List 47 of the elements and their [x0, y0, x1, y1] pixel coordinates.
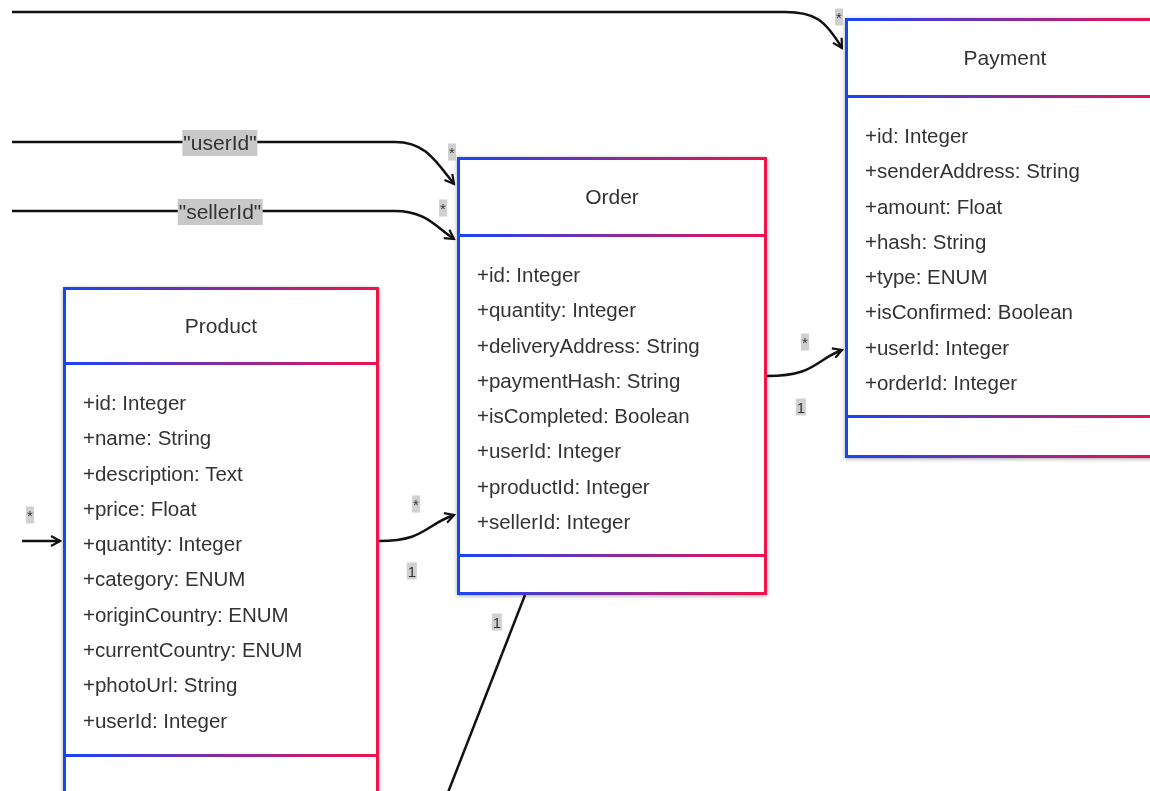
attribute-text: +originCountry: ENUM [83, 601, 289, 628]
connector-arrow [12, 10, 844, 50]
attribute-text: +userId: Integer [865, 334, 1010, 361]
attribute-text: +currentCountry: ENUM [83, 637, 303, 664]
attribute-text: +hash: String [865, 228, 987, 255]
attribute-text: +userId: Integer [477, 438, 622, 465]
attribute-text: +id: Integer [865, 123, 969, 149]
multiplicity-label: 1 [406, 562, 418, 580]
class-name: Payment [963, 46, 1047, 70]
multiplicity-label: 1 [795, 398, 807, 416]
connector-arrow [22, 534, 62, 548]
multiplicity-label: * [835, 8, 843, 26]
attribute-text: +isCompleted: Boolean [477, 403, 690, 430]
connector-arrow [378, 512, 456, 543]
attribute-text: +senderAddress: String [865, 158, 1080, 185]
attribute-text: +productId: Integer [477, 473, 650, 500]
multiplicity-label: 1 [491, 613, 503, 631]
attribute-text: +quantity: Integer [477, 297, 636, 324]
multiplicity-label: * [412, 495, 420, 513]
multiplicity-label: * [26, 506, 34, 524]
connector-arrow [766, 347, 844, 378]
attribute-text: +type: ENUM [865, 264, 988, 291]
attribute-text: +sellerId: Integer [477, 509, 631, 536]
multiplicity-label: * [448, 143, 456, 161]
class-name: Product [184, 314, 258, 338]
class-box [845, 18, 1150, 458]
attribute-text: +id: Integer [83, 390, 187, 416]
multiplicity-label: * [801, 333, 809, 351]
attribute-text: +userId: Integer [83, 707, 228, 734]
edge-label: "userId" [182, 130, 258, 156]
attribute-text: +category: ENUM [83, 566, 246, 593]
attribute-text: +paymentHash: String [477, 367, 681, 394]
attribute-text: +name: String [83, 425, 212, 452]
attribute-text: +isConfirmed: Boolean [865, 299, 1073, 326]
attribute-text: +description: Text [83, 460, 243, 487]
class-box [63, 287, 379, 791]
attribute-text: +orderId: Integer [865, 370, 1018, 397]
multiplicity-label: * [439, 199, 447, 217]
class-name: Order [585, 185, 639, 209]
attribute-text: +amount: Float [865, 193, 1003, 220]
attribute-text: +deliveryAddress: String [477, 332, 700, 359]
edge-label: "sellerId" [177, 199, 263, 225]
attribute-text: +quantity: Integer [83, 531, 242, 558]
attribute-text: +id: Integer [477, 262, 581, 288]
attribute-text: +photoUrl: String [83, 672, 238, 699]
class-box [457, 157, 767, 595]
attribute-text: +price: Float [83, 495, 197, 522]
